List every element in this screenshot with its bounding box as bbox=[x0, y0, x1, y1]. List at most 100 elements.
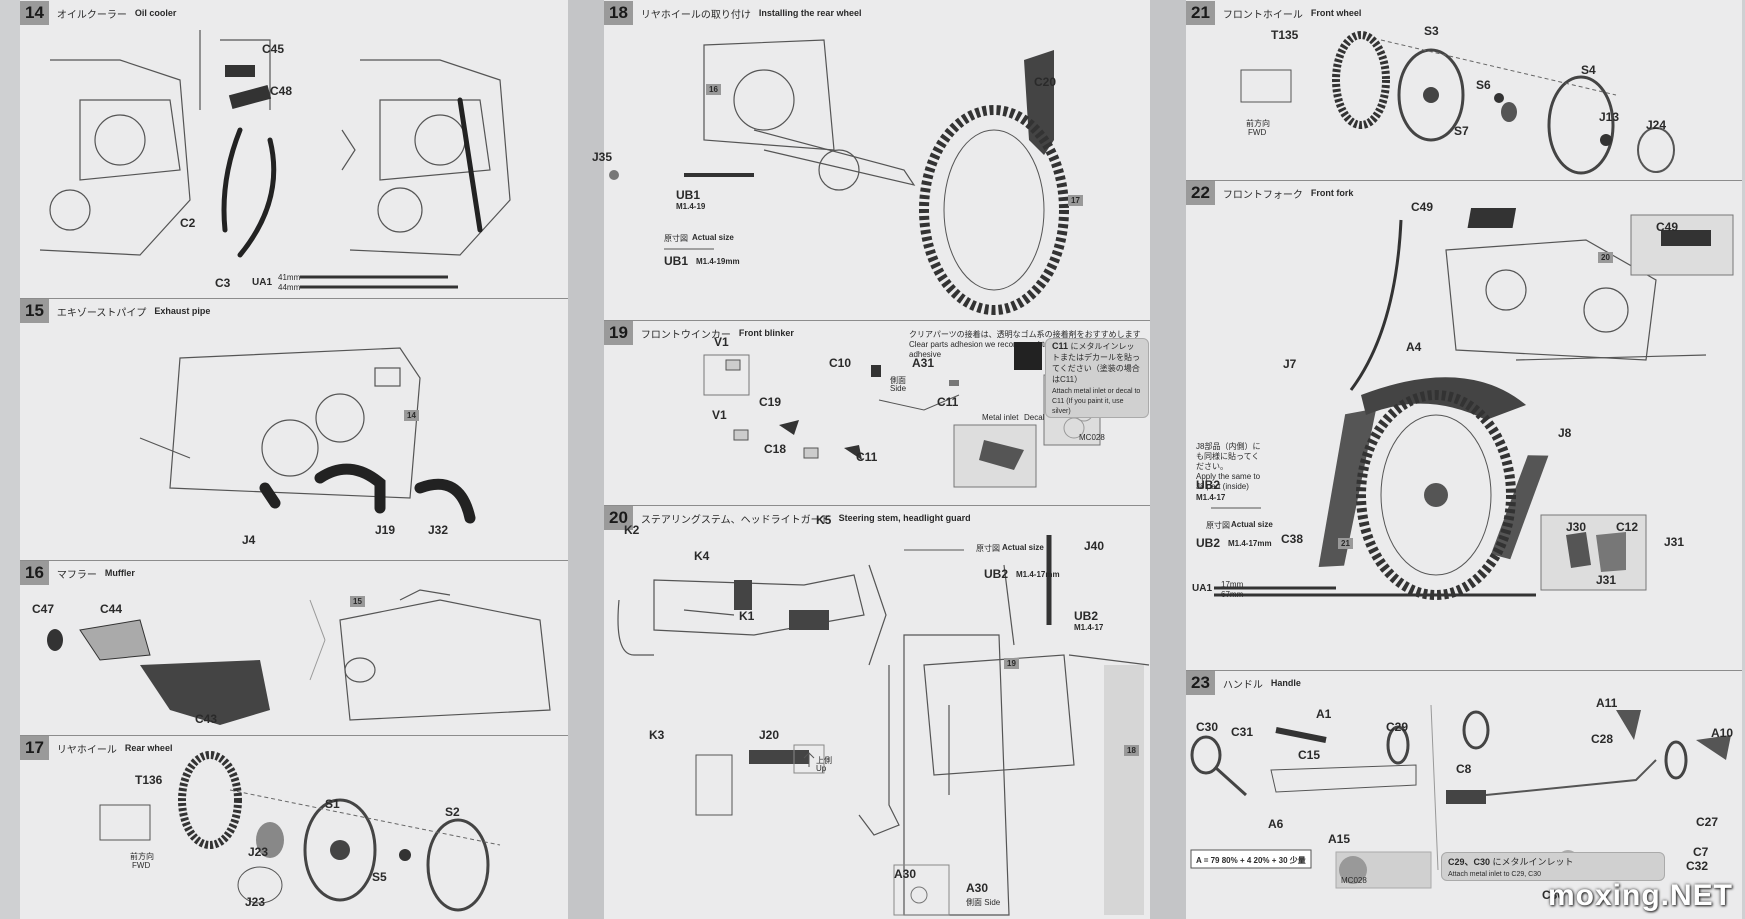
part-label: T135 bbox=[1271, 28, 1299, 42]
part-label: J32 bbox=[428, 523, 449, 537]
watermark: moxing.NET bbox=[1547, 879, 1733, 912]
part-label: J40 bbox=[1084, 539, 1105, 553]
inlet-note: C29、C30 にメタルインレット Attach metal inlet to … bbox=[1441, 852, 1665, 881]
step-19-front-blinker: 19 フロントウインカー Front blinker クリアパーツの接着は、透明… bbox=[604, 320, 1150, 506]
ref-tag: 17 bbox=[1068, 195, 1083, 206]
part-label: S6 bbox=[1476, 78, 1491, 92]
part-label: C48 bbox=[270, 84, 293, 98]
instruction-sheet-middle: 18 リヤホイールの取り付け Installing the rear wheel… bbox=[592, 0, 1150, 919]
part-label: A11 bbox=[1596, 696, 1618, 710]
step-title-jp: フロントホイール bbox=[1222, 9, 1303, 21]
part-label: J23 bbox=[245, 895, 266, 909]
step-title-jp: フロントフォーク bbox=[1222, 189, 1303, 201]
part-label: S3 bbox=[1424, 24, 1439, 38]
part-label: C27 bbox=[1696, 815, 1719, 829]
step-header: 17 リヤホイール Rear wheel bbox=[20, 735, 172, 761]
fwd-label-jp: 前方向 bbox=[130, 852, 154, 861]
part-label: T136 bbox=[135, 773, 163, 787]
step-title-jp: オイルクーラー bbox=[56, 9, 127, 21]
part-label: C29 bbox=[1386, 720, 1409, 734]
step-header: 23 ハンドル Handle bbox=[1186, 670, 1301, 696]
side-label: 側面 Side bbox=[966, 898, 1001, 907]
front-wheel-diagram bbox=[1240, 31, 1675, 175]
part-label: S5 bbox=[372, 870, 387, 884]
steering-stem-diagram bbox=[617, 535, 1150, 916]
step-header: 14 オイルクーラー Oil cooler bbox=[20, 0, 176, 26]
part-label: UB1 bbox=[676, 188, 701, 202]
step-title-en: Steering stem, headlight guard bbox=[838, 513, 971, 523]
actual-size-en: Actual size bbox=[1231, 520, 1273, 529]
j8-note-en: Apply the same to J8 part (inside) bbox=[1196, 472, 1261, 491]
rear-wheel-diagram bbox=[99, 751, 501, 912]
j8-note-jp: J8部品（内側）にも同様に貼ってください。 bbox=[1196, 442, 1261, 471]
part-label: K3 bbox=[649, 728, 665, 742]
step-title-en: Exhaust pipe bbox=[154, 306, 211, 316]
j8-note: J8部品（内側）にも同様に貼ってください。 Apply the same to … bbox=[1196, 442, 1266, 492]
ua1-label: UA1 bbox=[1192, 583, 1213, 594]
part-label: C45 bbox=[262, 42, 285, 56]
part-size: M1.4-17mm bbox=[1016, 570, 1060, 579]
step-number: 22 bbox=[1186, 181, 1215, 205]
step-number: 14 bbox=[20, 1, 49, 25]
part-label: C38 bbox=[1281, 532, 1304, 546]
part-label: A10 bbox=[1711, 726, 1734, 740]
part-label: J20 bbox=[759, 728, 780, 742]
part-label: S1 bbox=[325, 797, 340, 811]
part-label: UB2 bbox=[984, 567, 1009, 581]
step-23-handle: 23 ハンドル Handle C29、C30 にメタルインレット Attac bbox=[1186, 670, 1742, 919]
ref-tag: 20 bbox=[1598, 252, 1613, 263]
step-number: 18 bbox=[604, 1, 633, 25]
part-label: J4 bbox=[242, 533, 256, 547]
page-fold bbox=[568, 0, 604, 919]
step-14-oil-cooler: 14 オイルクーラー Oil cooler bbox=[20, 0, 568, 299]
part-label: C28 bbox=[1591, 732, 1614, 746]
part-size: M1.4-17 bbox=[1196, 493, 1226, 502]
part-label: J8 bbox=[1558, 426, 1572, 440]
inlet-en: Attach metal inlet or decal to C11 (If y… bbox=[1052, 388, 1141, 415]
step-title-en: Front wheel bbox=[1310, 8, 1362, 18]
step-number: 17 bbox=[20, 736, 49, 760]
part-label: C49 bbox=[1656, 220, 1679, 234]
part-label: K2 bbox=[624, 523, 640, 537]
step-15-exhaust-pipe: 15 エキゾーストパイプ Exhaust pipe 14 J4 J19 J32 bbox=[20, 298, 568, 561]
ref-tag: 18 bbox=[1124, 745, 1139, 756]
side-en: Side bbox=[890, 384, 907, 393]
part-label: J7 bbox=[1283, 357, 1297, 371]
part-label: C10 bbox=[829, 356, 852, 370]
instruction-sheet-left: 14 オイルクーラー Oil cooler bbox=[20, 0, 568, 919]
step-16-muffler: 16 マフラー Muffler C47 C44 C43 15 bbox=[20, 560, 568, 736]
part-label: UB2 bbox=[1074, 609, 1099, 623]
actual-size-en: Actual size bbox=[692, 233, 734, 242]
part-label: C32 bbox=[1686, 859, 1709, 873]
part-label: C15 bbox=[1298, 748, 1321, 762]
length-label: 17mm bbox=[1221, 580, 1244, 589]
part-label: A6 bbox=[1268, 817, 1284, 831]
part-label: J31 bbox=[1596, 573, 1617, 587]
step-number: 23 bbox=[1186, 671, 1215, 695]
side-jp: 側面 bbox=[890, 376, 906, 385]
step-title-en: Front blinker bbox=[738, 328, 794, 338]
ref-tag: 19 bbox=[1004, 658, 1019, 669]
rear-wheel-install-diagram bbox=[609, 39, 1069, 315]
step-number: 19 bbox=[604, 321, 633, 345]
part-label: A30 bbox=[894, 867, 917, 881]
actual-size-jp: 原寸図 bbox=[976, 544, 1000, 553]
inlet-jp: にメタルインレットまたはデカールを貼ってください（塗装の場合はC11） bbox=[1052, 342, 1140, 384]
decal-label: Decal bbox=[1024, 413, 1045, 422]
part-label: J13 bbox=[1599, 110, 1620, 124]
front-fork-diagram bbox=[1211, 208, 1734, 600]
length-label: 67mm bbox=[1221, 590, 1244, 599]
fwd-label-en: FWD bbox=[1248, 128, 1267, 137]
paint-mix: A = 79 80% + 4 20% + 30 少量 bbox=[1196, 856, 1306, 865]
part-label: S4 bbox=[1581, 63, 1596, 77]
part-label: J30 bbox=[1566, 520, 1587, 534]
mc-code: MC028 bbox=[1341, 876, 1367, 885]
part-label: J35 bbox=[592, 150, 613, 164]
step-18-installing-rear-wheel: 18 リヤホイールの取り付け Installing the rear wheel… bbox=[592, 0, 1150, 321]
part-label: UB1 bbox=[664, 254, 689, 268]
part-label: K1 bbox=[739, 609, 755, 623]
step-title-en: Installing the rear wheel bbox=[758, 8, 862, 18]
up-en: Up bbox=[816, 764, 827, 773]
fwd-label-en: FWD bbox=[132, 861, 151, 870]
part-label: A30 bbox=[966, 881, 989, 895]
